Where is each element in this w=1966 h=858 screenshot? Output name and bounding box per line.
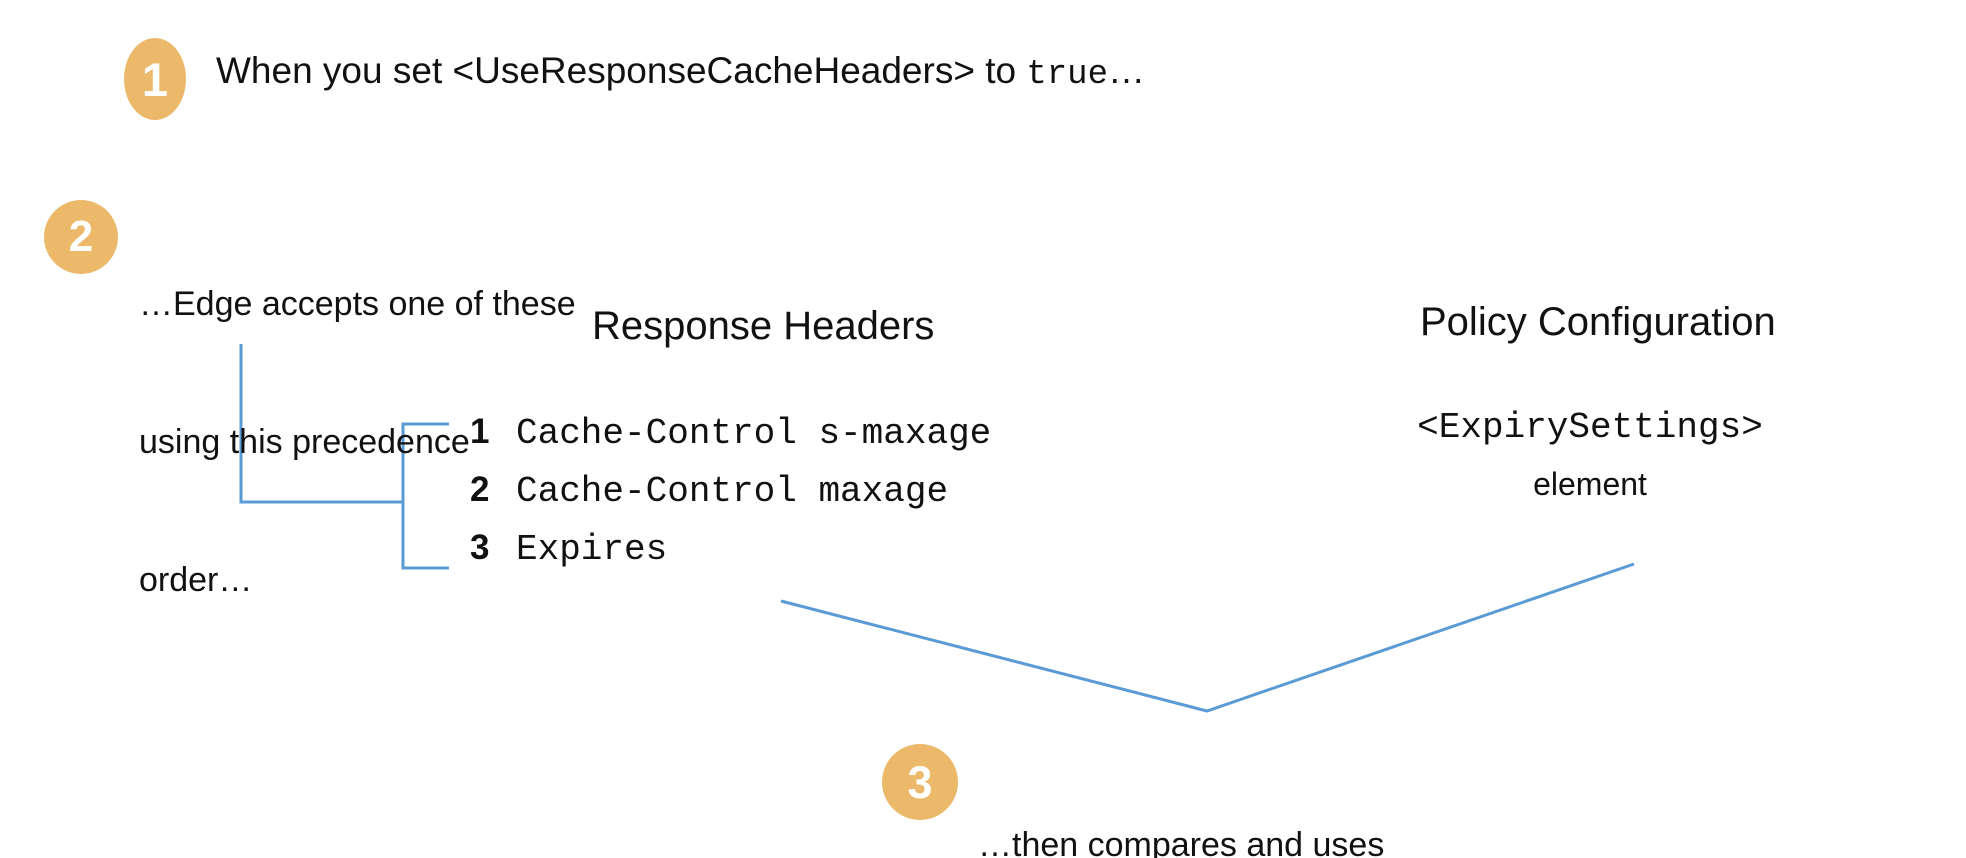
step-3-line-1: …then compares and uses [978,826,1385,858]
step-2-line-1: …Edge accepts one of these [139,285,576,323]
response-header-name: Expires [516,529,668,570]
step-1-text: When you set <UseResponseCacheHeaders> t… [216,48,1145,98]
policy-configuration-block: <ExpirySettings> element [1370,404,1810,508]
callout-badge-2: 2 [44,200,118,274]
step-1-text-after: … [1107,50,1145,91]
response-header-row: 3 Expires [470,528,1090,586]
step-2-text: …Edge accepts one of these using this pr… [139,189,576,695]
callout-badge-1: 1 [124,38,186,120]
response-header-rank: 3 [470,528,490,567]
response-header-rank: 2 [470,470,490,509]
step-2-line-3: order… [139,561,253,599]
response-header-rank: 1 [470,412,490,451]
callout-badge-3-number: 3 [907,756,933,808]
step-1-text-before: When you set <UseResponseCacheHeaders> t… [216,50,1027,91]
response-header-row: 2 Cache-Control maxage [470,470,1090,528]
step-2-line-2: using this precedence [139,423,470,461]
response-headers-list: 1 Cache-Control s-maxage 2 Cache-Control… [470,412,1090,586]
step-1-value-true: true [1026,56,1108,94]
callout-badge-1-number: 1 [141,52,169,106]
policy-expiry-settings-tag: <ExpirySettings> [1417,407,1763,448]
policy-configuration-heading: Policy Configuration [1420,300,1776,344]
step-3-text: …then compares and uses the lesser of th… [978,730,1384,858]
response-headers-heading: Response Headers [592,304,935,348]
callout-badge-2-number: 2 [68,212,94,261]
connector-compare-vee [780,562,1635,713]
policy-element-label: element [1533,466,1647,502]
callout-badge-3: 3 [882,744,958,820]
response-header-name: Cache-Control maxage [516,471,949,512]
response-header-name: Cache-Control s-maxage [516,413,992,454]
response-header-row: 1 Cache-Control s-maxage [470,412,1090,470]
